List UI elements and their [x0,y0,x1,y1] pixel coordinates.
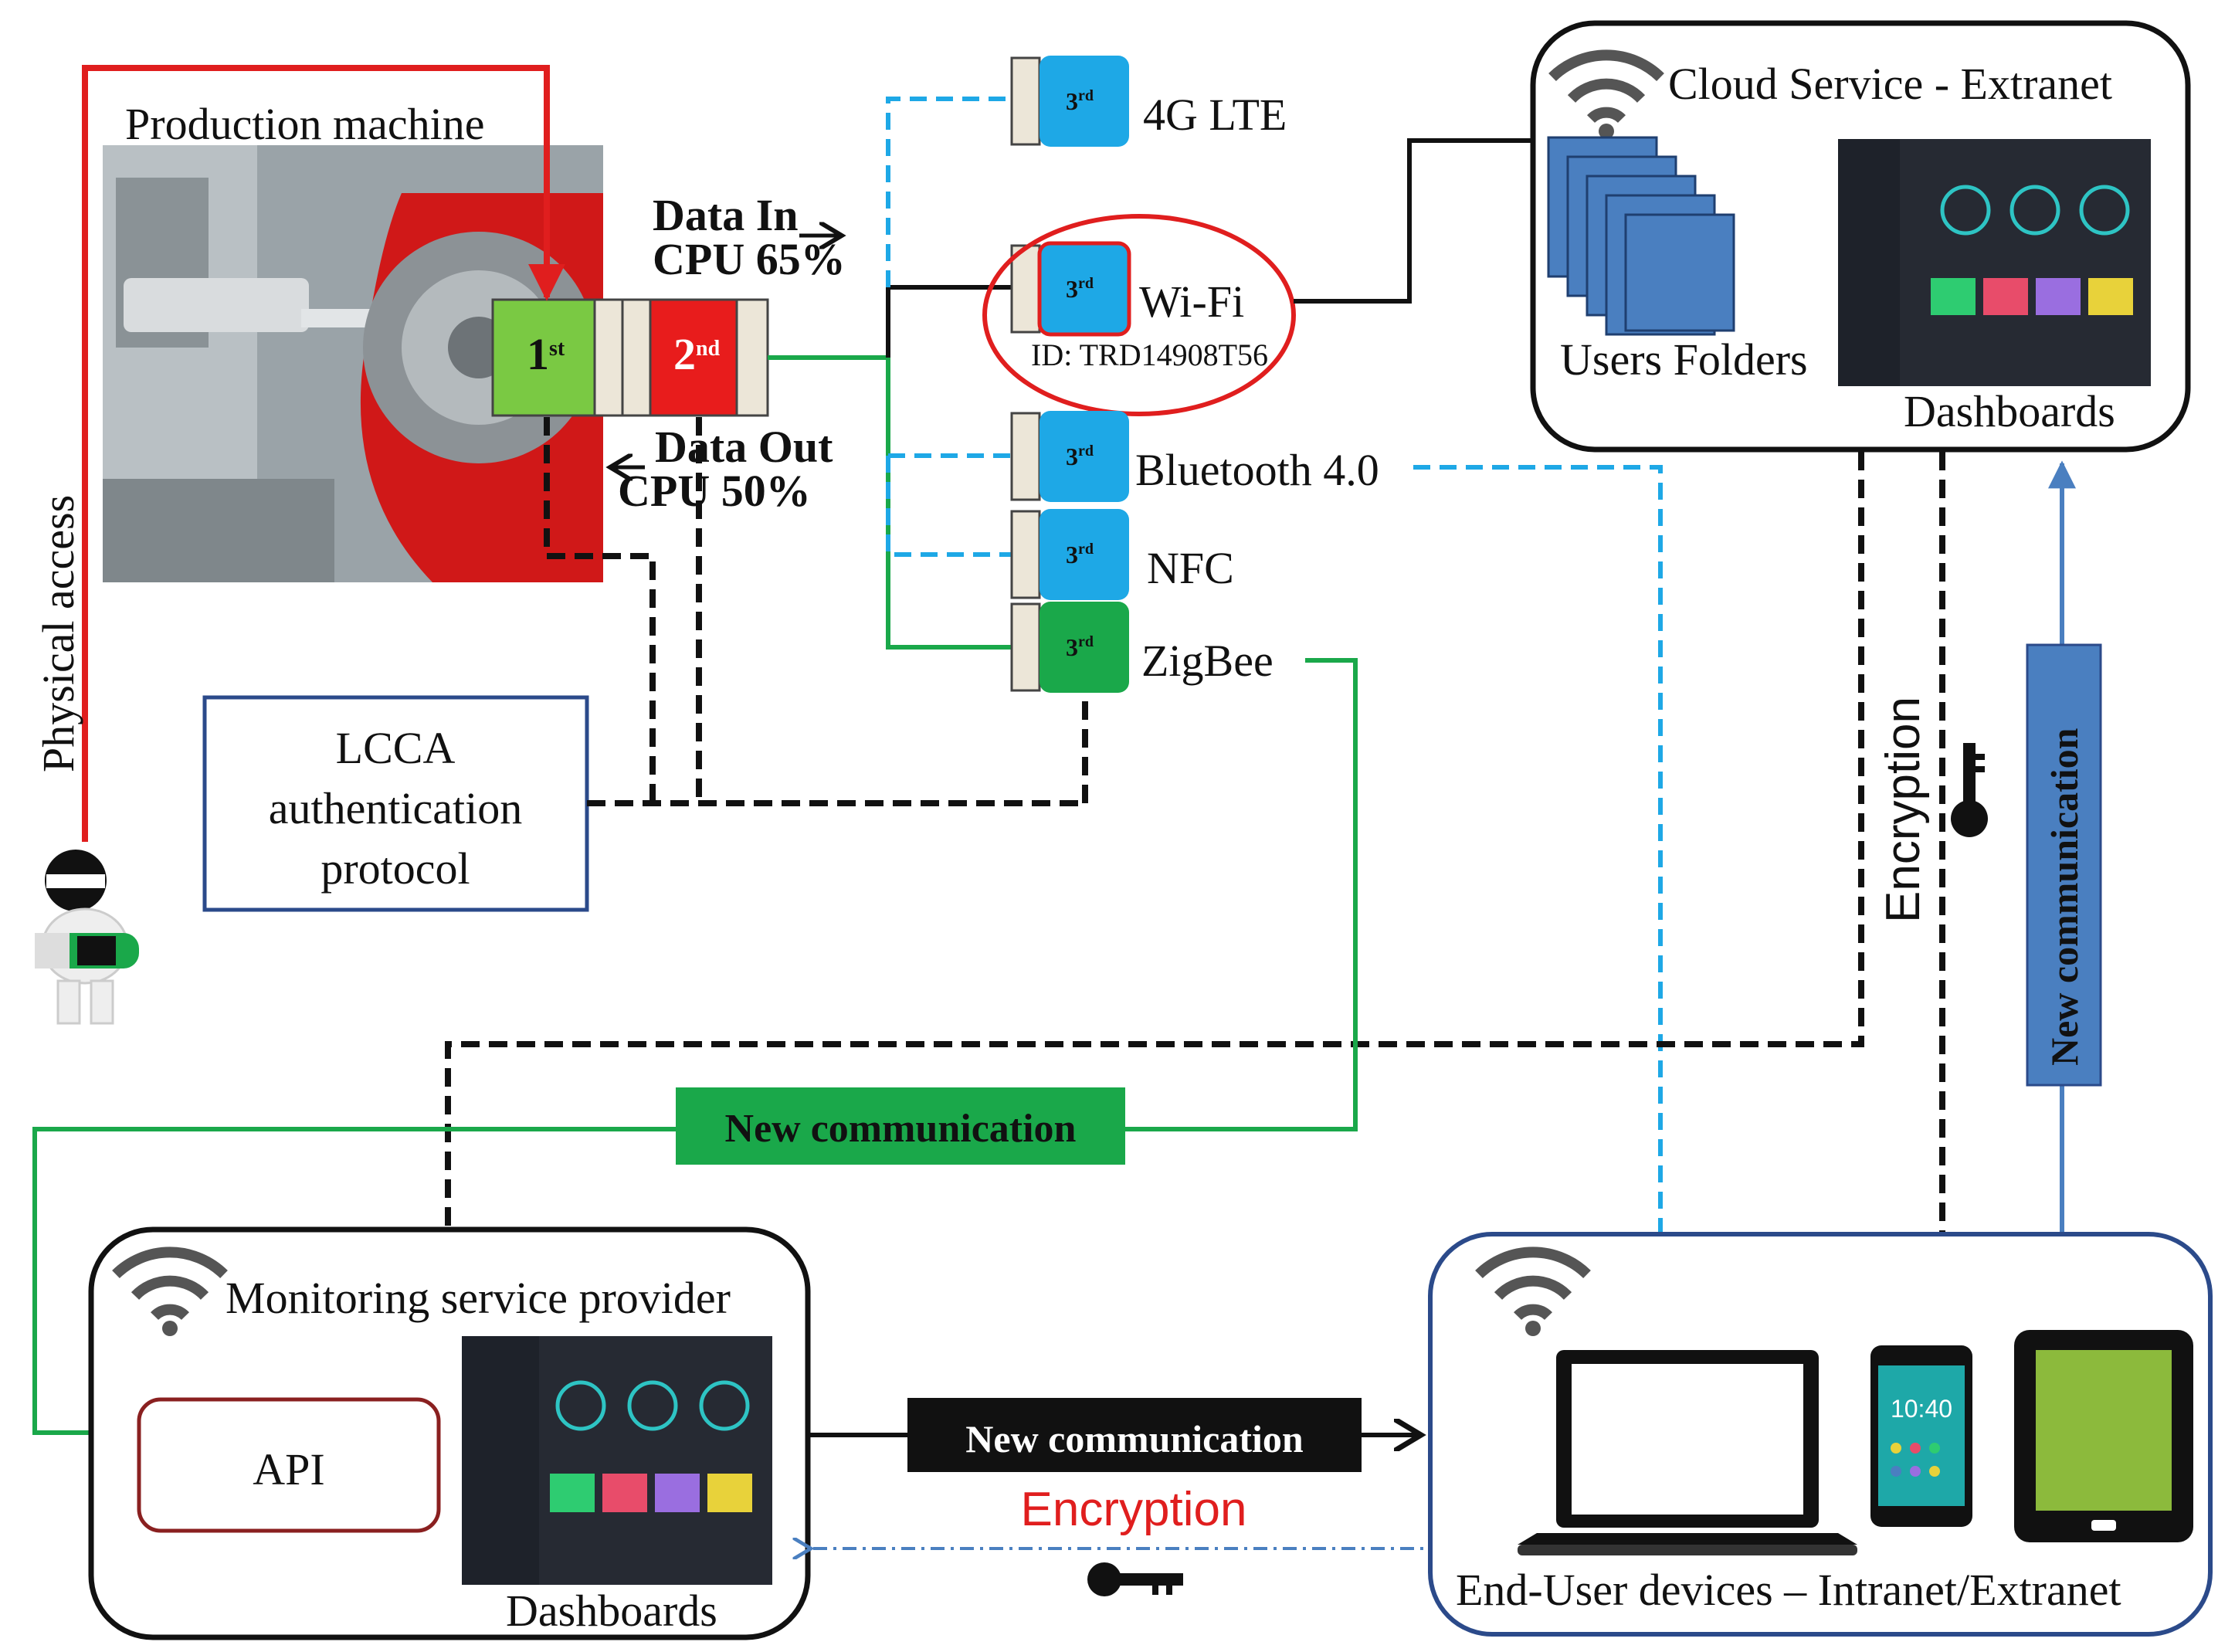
module-wifi-label: Wi-Fi [1139,276,1244,327]
lcca-line1: LCCA [336,723,456,773]
cloud-dashboard-thumbnail [1838,139,2151,386]
bluetooth-enduser-link [1413,465,1663,1234]
end-user-devices: 10:40 End-User devices – Intranet/Extran… [1428,1232,2213,1637]
production-machine-title: Production machine [125,99,485,149]
module-wifi[interactable]: 3rd Wi-Fi ID: TRD14908T56 [982,214,1296,416]
machine-tool-holder [124,278,309,332]
lcca-line2: authentication [269,783,523,833]
data-blocks: 1st 2nd [491,298,769,417]
green-new-comm-label: New communication [725,1107,1077,1151]
key-icon [1951,743,1988,837]
api-label: API [253,1444,324,1494]
module-4g-badge [1039,56,1129,147]
cloud-service: Cloud Service - Extranet Users Folders D… [1530,20,2191,453]
svg-text:3rd: 3rd [1066,87,1094,115]
hacker-icon [35,850,139,1025]
cpu-out-label: CPU 50% [618,466,811,516]
black-new-comm-label: New communication [965,1417,1304,1460]
svg-text:1st: 1st [527,329,565,379]
black-new-comm-box [907,1398,1362,1472]
green-new-comm-box [676,1087,1125,1165]
tablet-icon [2014,1330,2193,1542]
module-bluetooth-label: Bluetooth 4.0 [1135,445,1379,495]
key-icon [1087,1562,1183,1596]
module-bluetooth-badge [1039,411,1129,502]
svg-text:3rd: 3rd [1066,633,1094,661]
api-box[interactable] [137,1397,441,1533]
module-nfc-label: NFC [1147,543,1234,593]
communication-modules: 3rd 4G LTE 3rd Wi-Fi ID: TRD14908T56 3rd… [982,56,1379,693]
block-second-label: 2 [673,329,696,379]
module-zigbee-badge [1039,602,1129,693]
lcca-dashed-links [544,417,1088,806]
svg-text:2nd: 2nd [673,329,721,379]
module-zigbee-label: ZigBee [1141,636,1274,686]
block-second-sup: nd [696,337,721,361]
phone-time: 10:40 [1891,1395,1952,1423]
cloud-folders-label: Users Folders [1560,334,1808,385]
encryption-right-label: Encryption [1877,697,1930,923]
folder-icon [1547,136,1735,336]
machine-base [103,479,334,582]
laptop-icon [1518,1350,1857,1555]
physical-access-label: Physical access [33,495,83,772]
block-spacer-1 [593,298,624,417]
phone-icon: 10:40 [1870,1345,1972,1527]
module-4g-label: 4G LTE [1143,90,1287,140]
monitoring-title: Monitoring service provider [226,1273,731,1323]
wifi-highlight-ellipse [982,214,1296,416]
module-nfc-badge [1039,509,1129,600]
monitoring-dashboard-thumbnail [462,1336,772,1585]
blue-new-comm-box [2026,643,2102,1087]
lcca-box [202,695,589,912]
encryption-bottom-label: Encryption [1021,1483,1247,1536]
data-in-label: Data In [653,190,799,240]
module-wifi-id: ID: TRD14908T56 [1031,338,1268,372]
wifi-icon [112,1247,228,1336]
module-zigbee[interactable]: 3rd ZigBee [1010,602,1274,693]
wifi-icon [1475,1247,1591,1336]
svg-text:3rd: 3rd [1066,541,1094,568]
module-bluetooth[interactable]: 3rd Bluetooth 4.0 [1010,411,1379,502]
cloud-dashboards-label: Dashboards [1904,386,2115,436]
lcca-line3: protocol [320,843,470,894]
svg-text:3rd: 3rd [1066,443,1094,470]
cyan-dashed-links [886,97,1012,557]
cpu-in-label: CPU 65% [653,234,846,284]
end-user-label: End-User devices – Intranet/Extranet [1456,1565,2121,1615]
block-spacer-2 [621,298,652,417]
block-spacer-3 [735,298,769,417]
green-bus [886,287,1012,650]
cloud-title: Cloud Service - Extranet [1668,59,2112,109]
data-out-label: Data Out [655,422,833,472]
cloud-monitoring-link [445,452,1864,1230]
monitoring-service: Monitoring service provider API Dashboar… [88,1226,811,1640]
module-4g[interactable]: 3rd 4G LTE [1010,56,1287,147]
module-nfc[interactable]: 3rd NFC [1010,509,1234,600]
block-first-sup: st [549,337,565,361]
module-wifi-badge [1037,241,1131,337]
svg-text:3rd: 3rd [1066,275,1094,303]
wifi-cloud-link [1294,138,1533,304]
block-first-label: 1 [527,329,549,379]
wifi-icon [1548,49,1664,139]
monitoring-dashboards-label: Dashboards [506,1586,717,1636]
blue-new-comm-label: New communication [2043,728,2086,1066]
physical-access-line [82,65,565,842]
